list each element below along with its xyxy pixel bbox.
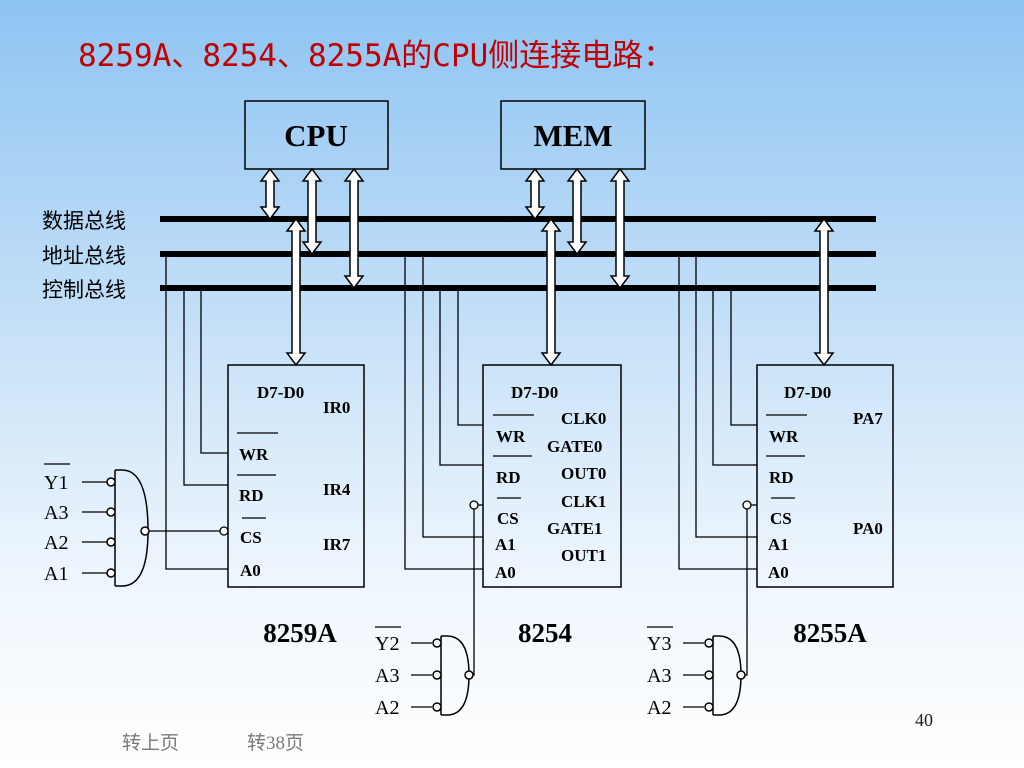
8259-data-arrow [285,217,307,367]
cpu-label: CPU [284,118,348,153]
pin-8254-a0: A0 [495,563,516,582]
chip-8259a-pins: D7-D0 WR RD CS A0 IR0 IR4 IR7 [239,383,351,580]
gate1-y1: Y1 [44,472,68,494]
chip-8254-box [482,364,622,588]
page-number: 40 [915,710,933,730]
pin-8259a-cs: CS [240,528,262,547]
cpu-control-arrow [343,167,365,290]
data-bus-label: 数据总线 [42,209,126,233]
chip-8254-name: 8254 [518,618,572,648]
pin-8254-gate0: GATE0 [547,437,602,456]
gate2-a2: A2 [375,697,399,719]
cpu-block: CPU [244,100,389,170]
gate3-y3: Y3 [647,633,671,655]
address-bus-label: 地址总线 [42,244,126,268]
chip-8255a-name: 8255A [793,618,867,648]
pin-8254-d7d0: D7-D0 [511,383,558,402]
pin-8254-a1: A1 [495,535,516,554]
pin-8254-rd: RD [496,468,521,487]
pin-8259a-ir4: IR4 [323,480,351,499]
8254-data-arrow [540,217,562,367]
pin-8255a-wr: WR [769,427,799,446]
pin-8259a-wr: WR [239,445,269,464]
goto-page-38-link[interactable]: 转38页 [247,733,305,754]
decoder-gate-3 [704,635,746,716]
pin-8259a-ir7: IR7 [323,535,351,554]
system-buses [160,216,876,291]
pin-8254-out0: OUT0 [561,464,606,483]
junctions [219,500,752,536]
wiring [82,254,757,708]
slide-title: 8259A、8254、8255A的CPU侧连接电路： [78,38,675,74]
chip-8259a-name: 8259A [263,618,337,648]
pin-8259a-rd: RD [239,486,264,505]
pin-8259a-d7d0: D7-D0 [257,383,304,402]
bus-arrows [259,167,835,367]
gate2-a3: A3 [375,665,399,687]
pin-8255a-a1: A1 [768,535,789,554]
control-bus-label: 控制总线 [42,278,126,302]
mem-control-arrow [609,167,631,290]
mem-block: MEM [500,100,646,170]
chip-8255a-pins: D7-D0 WR RD CS A1 A0 PA7 PA0 [768,383,883,582]
gate1-a2: A2 [44,532,68,554]
chip-8254-pins: D7-D0 WR RD CS A1 A0 CLK0 GATE0 OUT0 CLK… [495,383,606,582]
8255-data-arrow [813,217,835,367]
pin-8255a-rd: RD [769,468,794,487]
decoder-gate-1 [106,469,150,587]
cpu-address-arrow [301,167,323,256]
gate1-a3: A3 [44,502,68,524]
pin-8254-clk1: CLK1 [561,492,606,511]
pin-8254-out1: OUT1 [561,546,606,565]
mem-data-arrow [524,167,546,221]
chip-8255a-box [756,364,894,588]
gate2-y2: Y2 [375,633,399,655]
pin-8255a-d7d0: D7-D0 [784,383,831,402]
pin-8254-gate1: GATE1 [547,519,602,538]
gate3-a3: A3 [647,665,671,687]
pin-8254-cs: CS [497,509,519,528]
active-low-bars [44,414,807,628]
pin-8254-wr: WR [496,427,526,446]
decoder-gate-2 [432,635,474,716]
chip-8259a-box [227,364,365,588]
mem-label: MEM [533,118,612,153]
pin-8259a-a0: A0 [240,561,261,580]
mem-address-arrow [566,167,588,256]
pin-8259a-ir0: IR0 [323,398,350,417]
gate1-a1: A1 [44,563,68,585]
decoder-labels: Y1 A3 A2 A1 Y2 A3 A2 Y3 A3 A2 [44,472,671,719]
pin-8254-clk0: CLK0 [561,409,606,428]
pin-8255a-cs: CS [770,509,792,528]
pin-8255a-pa0: PA0 [853,519,883,538]
pin-8255a-a0: A0 [768,563,789,582]
prev-page-link[interactable]: 转上页 [122,733,180,754]
cpu-data-arrow [259,167,281,221]
gate3-a2: A2 [647,697,671,719]
pin-8255a-pa7: PA7 [853,409,883,428]
